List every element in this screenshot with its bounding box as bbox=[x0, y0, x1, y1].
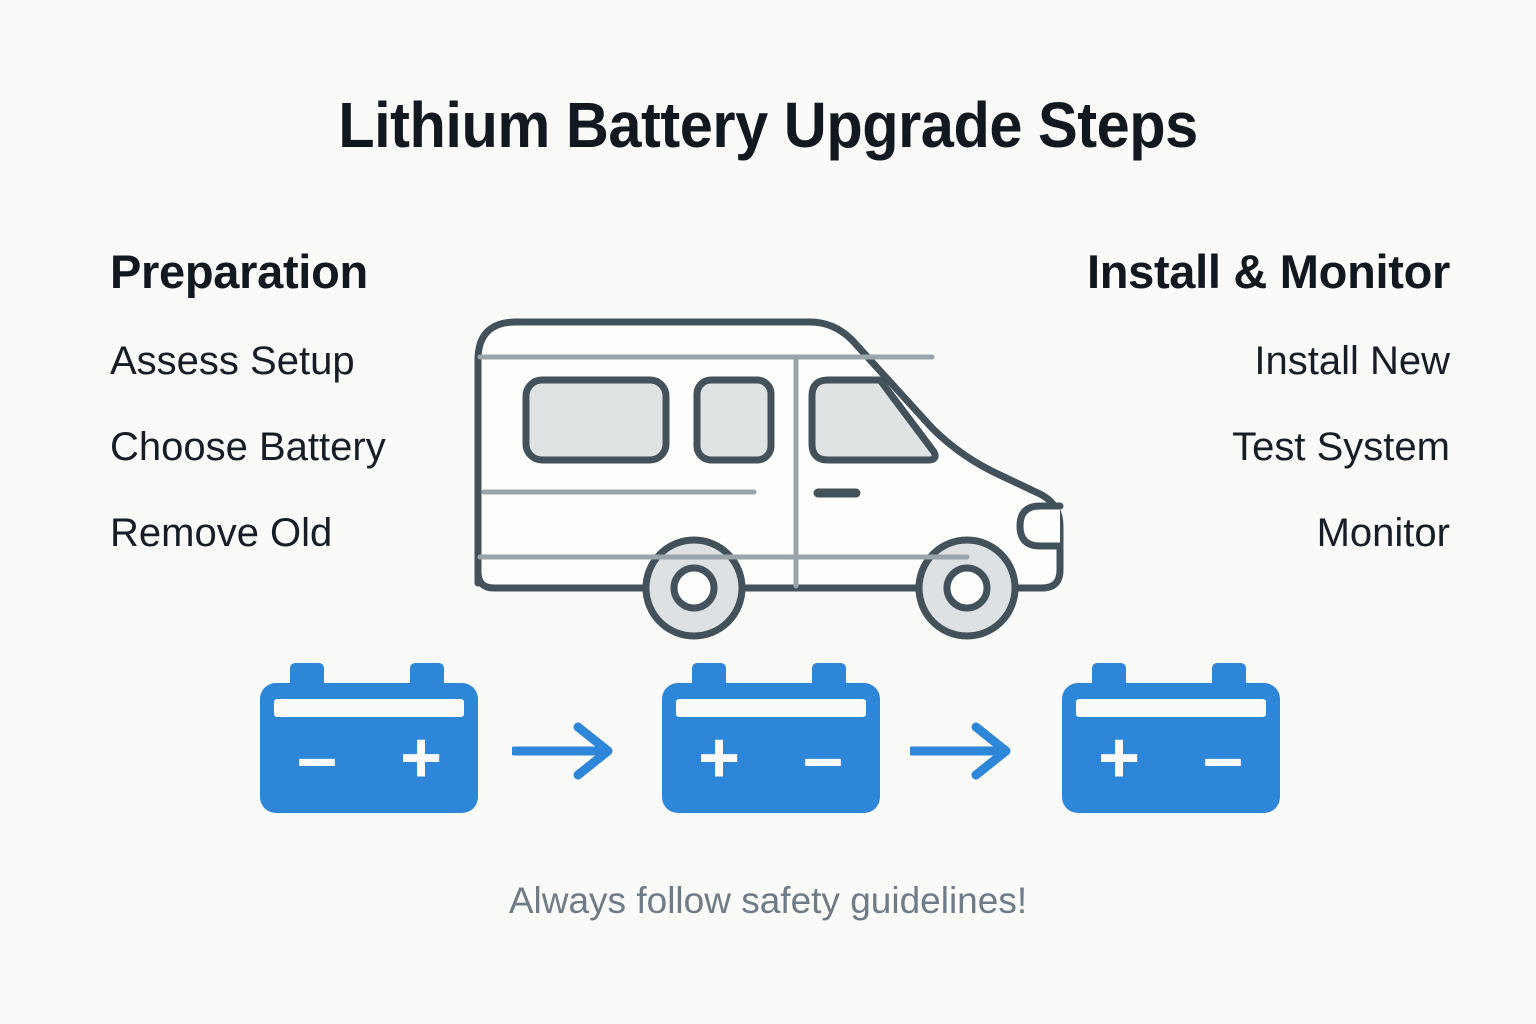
battery-arrow-2 bbox=[910, 722, 1011, 780]
preparation-step-1: Assess Setup bbox=[110, 339, 355, 383]
install-monitor-heading: Install & Monitor bbox=[1086, 245, 1450, 298]
install-monitor-step-3: Monitor bbox=[1316, 511, 1450, 555]
van-front-wheel-hub bbox=[943, 564, 991, 612]
install-monitor-step-2: Test System bbox=[1232, 425, 1450, 469]
battery-terminal-left bbox=[1092, 663, 1126, 689]
battery-sequence: – + + – + – bbox=[250, 655, 1292, 820]
camper-van-illustration bbox=[474, 318, 1064, 640]
battery-left-sign: – bbox=[297, 718, 337, 798]
install-monitor-step-1: Install New bbox=[1254, 339, 1450, 383]
van-rear-window bbox=[522, 376, 670, 464]
battery-old: – + bbox=[260, 663, 478, 813]
battery-terminal-right bbox=[410, 663, 444, 689]
battery-arrow-1 bbox=[512, 722, 613, 780]
battery-terminal-left bbox=[290, 663, 324, 689]
battery-terminal-left bbox=[692, 663, 726, 689]
preparation-column: Preparation Assess Setup Choose Battery … bbox=[110, 248, 386, 553]
battery-terminal-right bbox=[1212, 663, 1246, 689]
van-windshield bbox=[808, 376, 939, 464]
battery-new-2: + – bbox=[1062, 663, 1280, 813]
battery-right-sign: – bbox=[803, 718, 843, 798]
preparation-heading: Preparation bbox=[110, 245, 368, 298]
battery-label-band bbox=[274, 699, 464, 717]
van-headlight bbox=[1016, 502, 1064, 550]
preparation-step-3: Remove Old bbox=[110, 511, 333, 555]
page-title: Lithium Battery Upgrade Steps bbox=[338, 89, 1198, 161]
install-monitor-column: Install & Monitor Install New Test Syste… bbox=[1087, 248, 1450, 553]
battery-label-band bbox=[676, 699, 866, 717]
battery-right-sign: – bbox=[1203, 718, 1243, 798]
preparation-step-2: Choose Battery bbox=[110, 425, 386, 469]
van-rear-wheel-hub bbox=[670, 564, 718, 612]
battery-right-sign: + bbox=[400, 718, 442, 798]
safety-caption: Always follow safety guidelines! bbox=[508, 880, 1028, 921]
battery-label-band bbox=[1076, 699, 1266, 717]
battery-terminal-right bbox=[812, 663, 846, 689]
battery-new-1: + – bbox=[662, 663, 880, 813]
battery-left-sign: + bbox=[1098, 718, 1140, 798]
van-middle-window bbox=[693, 376, 775, 464]
battery-left-sign: + bbox=[698, 718, 740, 798]
